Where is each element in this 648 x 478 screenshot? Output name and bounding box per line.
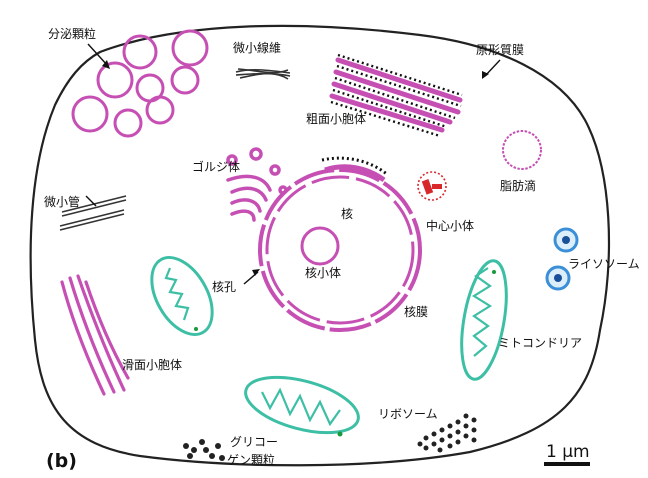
label-glycogen-line1: グリコー (230, 435, 278, 449)
label-ribosomes: リボソーム (378, 407, 438, 421)
scale-bar-label: 1 µm (546, 442, 590, 462)
nucleolus (302, 228, 338, 264)
mitochondrion-right (454, 257, 514, 382)
panel-label: (b) (46, 450, 77, 472)
mitochondrion-left (139, 247, 224, 345)
nuclear-envelope-outer (260, 170, 420, 330)
label-centriole: 中心小体 (426, 218, 474, 233)
cell-membrane (31, 26, 609, 465)
label-golgi: ゴルジ体 (192, 159, 240, 174)
label-microfilaments: 微小線維 (233, 40, 281, 55)
label-plasma-membrane: 原形質膜 (476, 42, 524, 57)
secretory-granules (73, 31, 207, 136)
mitochondrion-bottom (240, 367, 364, 443)
label-glycogen-line2: ゲン顆粒 (227, 452, 275, 467)
label-nucleus: 核 (341, 207, 353, 221)
scale-bar (544, 462, 590, 466)
label-lipid-droplet: 脂肪滴 (500, 178, 536, 193)
pointer-lines (86, 44, 500, 284)
nucleus (260, 158, 420, 330)
nuclear-envelope-inner (267, 177, 413, 323)
glycogen-granules (183, 439, 225, 461)
lipid-droplet (503, 131, 541, 169)
microfilaments (236, 69, 290, 79)
label-secretory-granules: 分泌顆粒 (48, 26, 96, 41)
label-lysosome: ライソソーム (568, 257, 640, 271)
label-nuclear-pore: 核孔 (212, 280, 236, 294)
label-smooth-er: 滑面小胞体 (122, 358, 182, 372)
label-nucleolus: 核小体 (305, 266, 341, 280)
centriole (418, 172, 446, 200)
smooth-er (62, 276, 128, 394)
label-nuclear-envelope: 核膜 (404, 305, 428, 319)
label-mitochondria: ミトコンドリア (498, 336, 582, 350)
label-microtubules: 微小管 (44, 194, 80, 209)
label-rough-er: 粗面小胞体 (306, 112, 366, 126)
